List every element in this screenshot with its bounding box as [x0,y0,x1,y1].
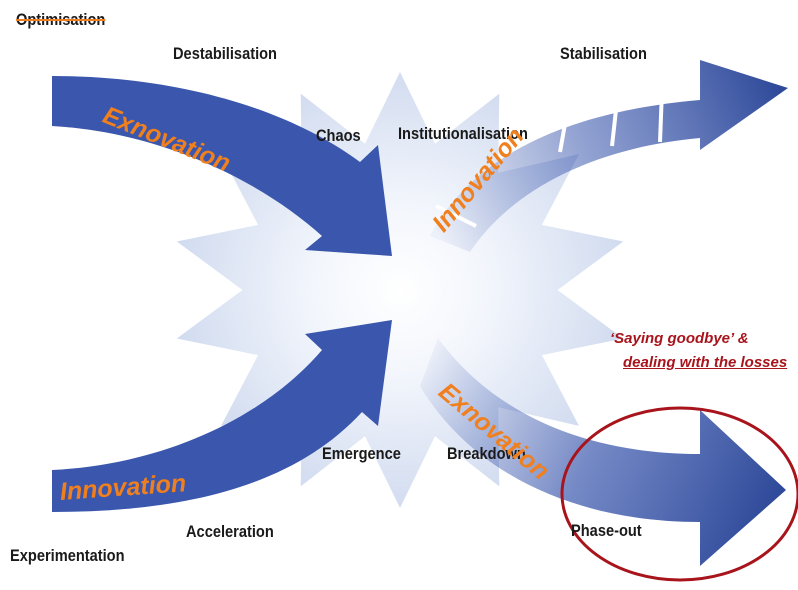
optimisation-label: Optimisation [16,10,106,29]
experimentation-label: Experimentation [10,546,125,565]
innovation-arrow-top [430,60,788,252]
exnovation-arrow-top [52,76,392,256]
phase-out-highlight-circle [560,406,798,582]
annotation-line-1: ‘Saying goodbye’ & [610,330,749,347]
innovation-arrow-bottom [52,320,392,512]
emergence-label: Emergence [322,444,401,463]
acceleration-label: Acceleration [186,522,274,541]
chaos-label: Chaos [316,126,361,145]
exnovation-arrow-bottom [420,338,786,566]
phase-out-label: Phase-out [571,521,642,540]
destabilisation-label: Destabilisation [173,44,277,63]
annotation-line-2: dealing with the losses [623,354,788,371]
stabilisation-label: Stabilisation [560,44,647,63]
breakdown-label: Breakdown [447,444,526,463]
institutionalisation-label: Institutionalisation [398,124,528,143]
